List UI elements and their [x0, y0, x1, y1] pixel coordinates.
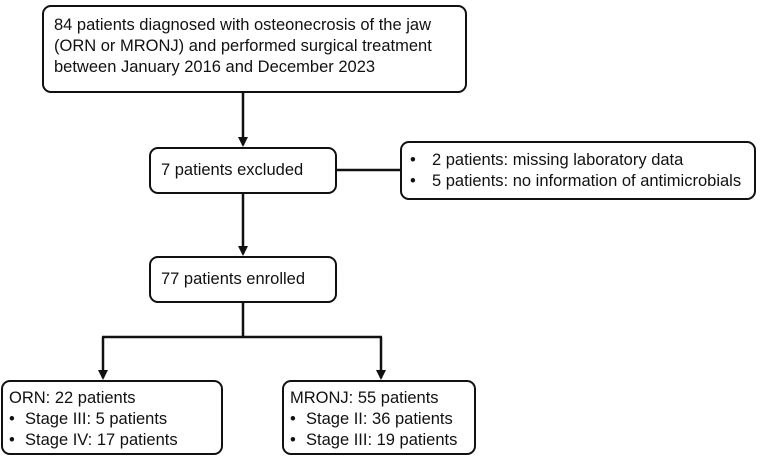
bullet-icon: • [290, 410, 296, 428]
exclusion-reasons-box: • 2 patients: missing laboratory data • … [400, 141, 756, 200]
exclusion-reason-text: 5 patients: no information of antimicrob… [432, 172, 742, 190]
mronj-stage-item: • Stage II: 36 patients [290, 409, 468, 430]
initial-cohort-line-3: between January 2016 and December 2023 [54, 58, 376, 76]
enrolled-box: 77 patients enrolled [149, 256, 337, 303]
initial-cohort-line-1: 84 patients diagnosed with osteonecrosis… [54, 16, 431, 34]
orn-title: ORN: 22 patients [9, 389, 136, 407]
exclusion-reason-item: • 2 patients: missing laboratory data [410, 150, 746, 171]
orn-stage-text: Stage III: 5 patients [25, 410, 168, 428]
mronj-title: MRONJ: 55 patients [290, 389, 439, 407]
exclusion-reason-item: • 5 patients: no information of antimicr… [410, 171, 746, 192]
orn-stage-item: • Stage III: 5 patients [9, 409, 215, 430]
bullet-icon: • [9, 431, 15, 449]
bullet-icon: • [410, 172, 416, 190]
mronj-group-box: MRONJ: 55 patients • Stage II: 36 patien… [282, 380, 476, 455]
exclusion-reason-text: 2 patients: missing laboratory data [432, 151, 684, 169]
mronj-stage-text: Stage III: 19 patients [306, 431, 458, 449]
initial-cohort-box: 84 patients diagnosed with osteonecrosis… [42, 5, 467, 93]
orn-group-box: ORN: 22 patients • Stage III: 5 patients… [1, 380, 223, 455]
mronj-stage-text: Stage II: 36 patients [306, 410, 453, 428]
enrolled-text: 77 patients enrolled [161, 270, 306, 288]
bullet-icon: • [9, 410, 15, 428]
orn-stage-item: • Stage IV: 17 patients [9, 430, 215, 451]
excluded-text: 7 patients excluded [161, 161, 304, 179]
bullet-icon: • [290, 431, 296, 449]
orn-stage-text: Stage IV: 17 patients [25, 431, 178, 449]
mronj-stage-item: • Stage III: 19 patients [290, 430, 468, 451]
initial-cohort-line-2: (ORN or MRONJ) and performed surgical tr… [54, 37, 432, 55]
excluded-box: 7 patients excluded [149, 147, 337, 194]
bullet-icon: • [410, 151, 416, 169]
